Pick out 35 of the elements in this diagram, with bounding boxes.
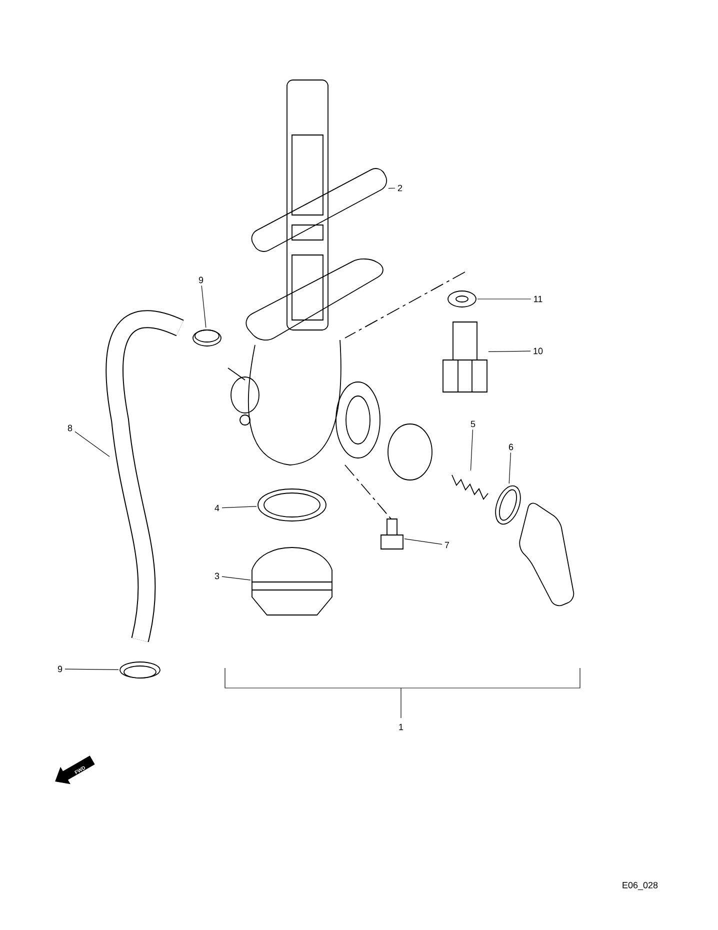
leader-line: [222, 506, 257, 508]
callout-number: 5: [470, 420, 476, 428]
callout-number: 6: [508, 444, 514, 450]
callout-number: 10: [534, 348, 543, 354]
leader-line: [74, 431, 110, 457]
leader-line: [477, 298, 532, 300]
bolt: [442, 322, 488, 392]
fuel-hose: [106, 310, 184, 642]
callout-number: 9: [198, 276, 204, 284]
gasket: [251, 168, 388, 252]
washer: [448, 290, 476, 308]
leader-line: [222, 576, 251, 580]
hose-clip: [192, 330, 222, 346]
leader-line: [64, 668, 119, 670]
leader-line: [388, 188, 396, 189]
leader-line: [201, 285, 206, 328]
spring: [452, 474, 488, 500]
callout-number: 9: [58, 666, 62, 672]
callout-number: 4: [214, 504, 220, 512]
leader-line: [404, 538, 442, 545]
filter-cup: [252, 547, 332, 616]
leader-line: [488, 350, 531, 352]
reference-code: E06_028: [622, 882, 658, 890]
callout-number: 8: [68, 424, 72, 432]
callout-number: 11: [534, 296, 542, 302]
callout-number: 2: [398, 184, 402, 192]
leader-line: [508, 452, 511, 484]
leader-line: [470, 429, 474, 471]
callout-number: 1: [399, 724, 404, 730]
callout-number: 3: [214, 572, 220, 580]
o-ring: [495, 485, 521, 525]
callout-number: 7: [444, 542, 450, 548]
o-ring: [258, 488, 326, 522]
hose-clip: [120, 662, 160, 678]
screw: [380, 518, 404, 550]
